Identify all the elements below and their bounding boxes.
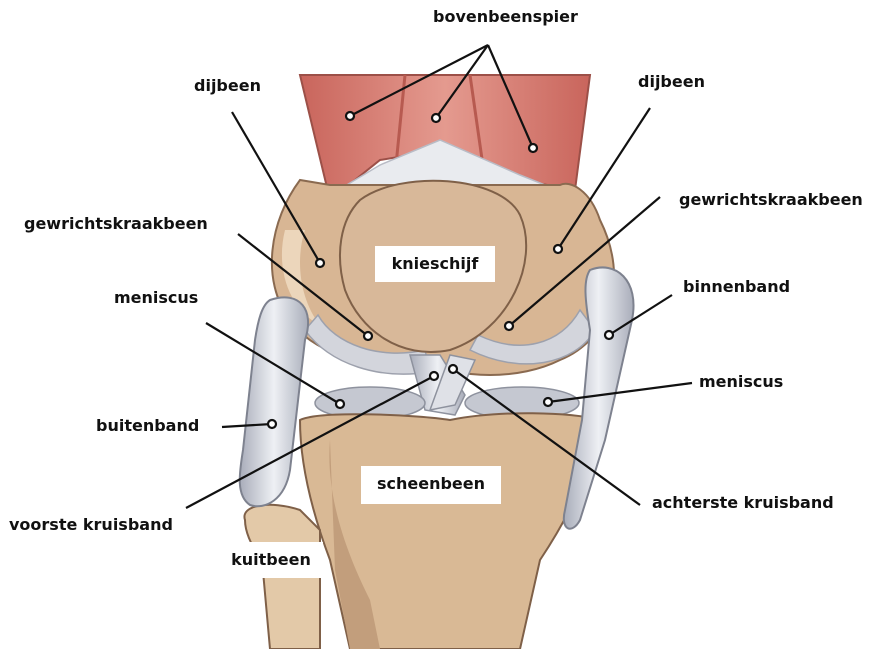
label-dijbeen-left: dijbeen: [194, 76, 261, 96]
leader-bovenbeenspier-1: [350, 45, 488, 116]
marker-dot: [336, 400, 344, 408]
leader-binnenband: [609, 295, 672, 335]
label-knieschijf: knieschijf: [375, 246, 495, 282]
marker-dot: [346, 112, 354, 120]
label-gewrichtskraakbeen-left: gewrichtskraakbeen: [24, 214, 208, 234]
label-kuitbeen: kuitbeen: [219, 542, 323, 578]
leader-bovenbeenspier-2: [436, 45, 488, 118]
label-binnenband: binnenband: [683, 277, 790, 297]
label-meniscus-left: meniscus: [114, 288, 198, 308]
marker-dot: [529, 144, 537, 152]
marker-dot: [316, 259, 324, 267]
marker-dot: [432, 114, 440, 122]
label-bovenbeenspier: bovenbeenspier: [433, 7, 578, 27]
leader-meniscus-left: [206, 323, 340, 404]
marker-dot: [505, 322, 513, 330]
marker-dot: [544, 398, 552, 406]
marker-dot: [554, 245, 562, 253]
label-voorste-kruisband: voorste kruisband: [9, 515, 173, 535]
leader-kraakbeen-left: [238, 234, 368, 336]
marker-dot: [449, 365, 457, 373]
leader-kraakbeen-right: [509, 197, 660, 326]
marker-dot: [364, 332, 372, 340]
marker-dot: [605, 331, 613, 339]
label-dijbeen-right: dijbeen: [638, 72, 705, 92]
leader-dijbeen-right: [558, 108, 650, 249]
leader-meniscus-right: [548, 383, 692, 402]
marker-dot: [268, 420, 276, 428]
label-gewrichtskraakbeen-right: gewrichtskraakbeen: [679, 190, 863, 210]
label-scheenbeen: scheenbeen: [361, 466, 501, 504]
label-achterste-kruisband: achterste kruisband: [652, 493, 834, 513]
leader-bovenbeenspier-3: [488, 45, 533, 148]
label-meniscus-right: meniscus: [699, 372, 783, 392]
label-buitenband: buitenband: [96, 416, 199, 436]
leader-buitenband: [222, 424, 272, 427]
marker-dot: [430, 372, 438, 380]
